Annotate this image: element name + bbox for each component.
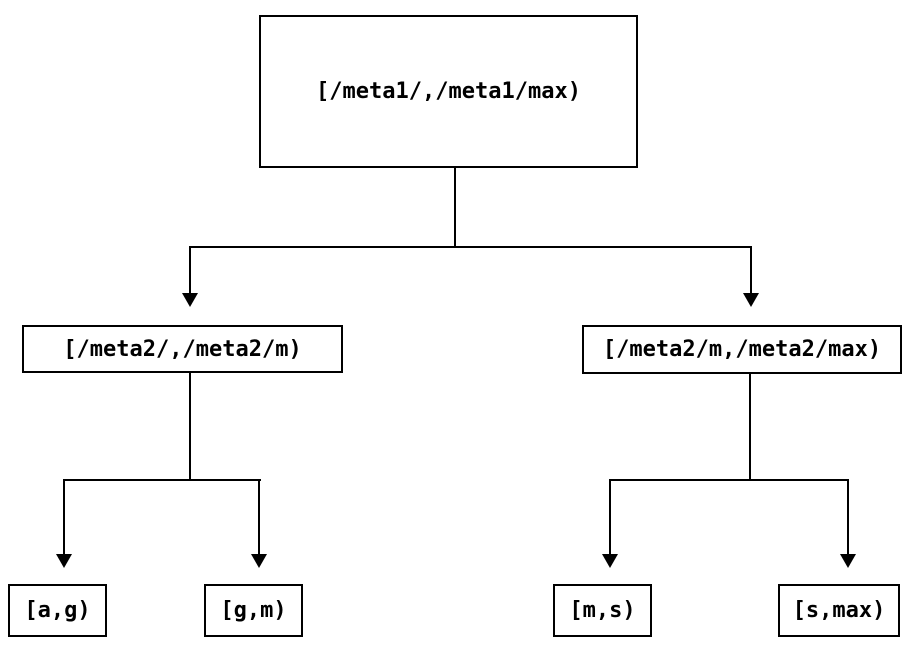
node-leaf-m-s: [m,s) (553, 584, 652, 637)
node-meta2-right-range: [/meta2/m,/meta2/max) (582, 325, 902, 374)
connector-left-stem (189, 373, 191, 481)
connector-left-drop-right (258, 479, 260, 555)
arrow-down-icon (251, 554, 267, 568)
connector-right-stem (749, 374, 751, 481)
connector-right-rail (609, 479, 849, 481)
connector-root-stem (454, 168, 456, 248)
arrow-down-icon (56, 554, 72, 568)
connector-root-drop-left (189, 246, 191, 293)
connector-root-drop-right (750, 246, 752, 293)
arrow-down-icon (743, 293, 759, 307)
node-leaf-a-g: [a,g) (8, 584, 107, 637)
connector-left-rail (63, 479, 261, 481)
node-leaf-s-max: [s,max) (778, 584, 900, 637)
node-leaf-g-m: [g,m) (204, 584, 303, 637)
arrow-down-icon (182, 293, 198, 307)
connector-right-drop-left (609, 479, 611, 555)
arrow-down-icon (602, 554, 618, 568)
connector-root-rail (189, 246, 752, 248)
arrow-down-icon (840, 554, 856, 568)
node-meta2-left-range: [/meta2/,/meta2/m) (22, 325, 343, 373)
connector-left-drop-left (63, 479, 65, 555)
connector-right-drop-right (847, 479, 849, 555)
node-root-range: [/meta1/,/meta1/max) (259, 15, 638, 168)
